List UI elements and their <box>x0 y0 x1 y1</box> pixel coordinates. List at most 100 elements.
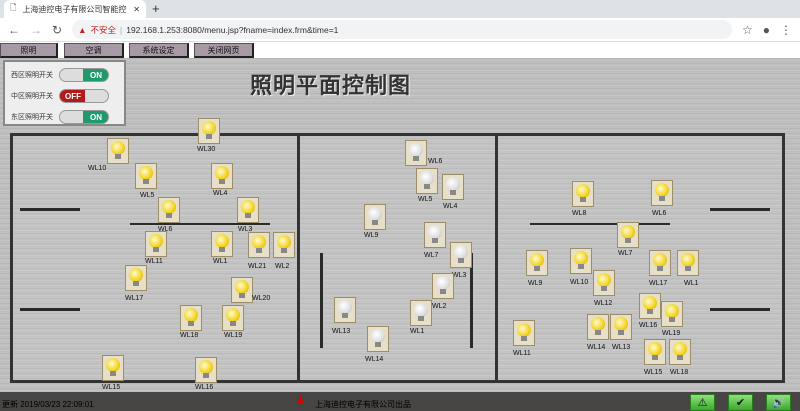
east-lighting-toggle[interactable]: ON <box>59 110 109 124</box>
lamp-east-bulb-icon[interactable] <box>593 270 615 296</box>
bulb-icon <box>202 121 216 139</box>
url-input[interactable]: ▲ 不安全 | 192.168.1.253:8080/menu.jsp?fnam… <box>72 20 732 39</box>
lamp-west-bulb-icon[interactable] <box>273 232 295 258</box>
lamp-label: WL9 <box>364 232 379 239</box>
wall <box>530 223 670 225</box>
page-title: 照明平面控制图 <box>250 73 412 98</box>
lamp-east-bulb-icon[interactable] <box>572 181 594 207</box>
checklist-icon[interactable]: ✔ <box>728 394 753 411</box>
lamp-west-bulb-icon[interactable] <box>231 277 253 303</box>
west-switch-label: 西区照明开关 <box>11 72 53 79</box>
lamp-label: WL12 <box>594 300 613 307</box>
back-icon[interactable]: ← <box>8 22 20 37</box>
lamp-middle-bulb-icon[interactable] <box>367 326 389 352</box>
lamp-label: WL18 <box>670 369 689 376</box>
lamp-middle-bulb-icon[interactable] <box>442 174 464 200</box>
bulb-icon <box>665 304 679 322</box>
lamp-east-bulb-icon[interactable] <box>649 250 671 276</box>
lamp-west-bulb-icon[interactable] <box>211 231 233 257</box>
lamp-east-bulb-icon[interactable] <box>644 339 666 365</box>
lamp-middle-bulb-icon[interactable] <box>416 168 438 194</box>
bulb-icon <box>530 253 544 271</box>
bulb-icon <box>235 280 249 298</box>
lamp-west-bulb-icon[interactable] <box>237 197 259 223</box>
speaker-icon[interactable]: 🔊 <box>766 394 791 411</box>
star-icon[interactable]: ☆ <box>741 22 753 37</box>
alarm-warning-icon[interactable]: ⚠ <box>690 394 715 411</box>
lamp-middle-bulb-icon[interactable] <box>410 300 432 326</box>
bulb-icon <box>436 276 450 294</box>
lamp-middle-bulb-icon[interactable] <box>424 222 446 248</box>
lamp-label: WL10 <box>570 279 589 286</box>
bulb-icon <box>409 143 423 161</box>
forward-icon[interactable]: → <box>30 22 42 37</box>
lamp-east-bulb-icon[interactable] <box>570 248 592 274</box>
west-lighting-toggle[interactable]: ON <box>59 68 109 82</box>
lamp-label: WL2 <box>432 303 447 310</box>
url-text: 192.168.1.253:8080/menu.jsp?fname=index.… <box>126 24 339 35</box>
lamp-west-bulb-icon[interactable] <box>125 265 147 291</box>
lamp-label: WL17 <box>125 295 144 302</box>
reload-icon[interactable]: ↻ <box>52 22 63 37</box>
bulb-icon <box>111 141 125 159</box>
lamp-east-bulb-icon[interactable] <box>651 180 673 206</box>
lamp-label: WL8 <box>572 210 587 217</box>
lamp-west-bulb-icon[interactable] <box>211 163 233 189</box>
bulb-icon <box>106 358 120 376</box>
menu-close-page[interactable]: 关闭网页 <box>194 43 254 58</box>
lamp-label: WL13 <box>332 328 351 335</box>
lamp-label: WL16 <box>195 384 214 391</box>
lamp-label: WL11 <box>513 350 531 357</box>
bulb-icon <box>597 273 611 291</box>
new-tab-button[interactable]: + <box>152 1 160 16</box>
lamp-middle-bulb-icon[interactable] <box>432 273 454 299</box>
bulb-icon <box>454 245 468 263</box>
lamp-east-bulb-icon[interactable] <box>639 293 661 319</box>
lamp-middle-bulb-icon[interactable] <box>364 204 386 230</box>
middle-lighting-toggle[interactable]: OFF <box>59 89 109 103</box>
lamp-east-bulb-icon[interactable] <box>513 320 535 346</box>
wall <box>710 208 770 211</box>
menu-icon[interactable]: ⋮ <box>780 22 792 37</box>
lamp-west-bulb-icon[interactable] <box>180 305 202 331</box>
close-tab-icon[interactable]: ✕ <box>133 4 140 14</box>
lamp-west-bulb-icon[interactable] <box>198 118 220 144</box>
bulb-icon <box>226 308 240 326</box>
bulb-icon <box>673 342 687 360</box>
lamp-middle-bulb-icon[interactable] <box>405 140 427 166</box>
lamp-west-bulb-icon[interactable] <box>135 163 157 189</box>
bulb-icon <box>621 225 635 243</box>
lamp-east-bulb-icon[interactable] <box>661 301 683 327</box>
lamp-label: WL5 <box>418 196 433 203</box>
lamp-label: WL20 <box>252 295 271 302</box>
lamp-west-bulb-icon[interactable] <box>145 231 167 257</box>
lamp-label: WL1 <box>213 258 228 265</box>
bulb-icon <box>655 183 669 201</box>
lamp-east-bulb-icon[interactable] <box>617 222 639 248</box>
lamp-label: WL5 <box>140 192 155 199</box>
lamp-west-bulb-icon[interactable] <box>195 357 217 383</box>
account-icon[interactable]: ● <box>762 22 770 37</box>
lamp-west-bulb-icon[interactable] <box>107 138 129 164</box>
toggle-state: OFF <box>65 92 81 101</box>
lamp-label: WL16 <box>639 322 658 329</box>
lamp-middle-bulb-icon[interactable] <box>334 297 356 323</box>
lamp-west-bulb-icon[interactable] <box>158 197 180 223</box>
browser-tab[interactable]: 🗋上海迪控电子有限公司智能控制系统✕ <box>4 0 146 18</box>
menu-settings[interactable]: 系统设定 <box>129 43 189 58</box>
menu-aircon[interactable]: 空调 <box>64 43 124 58</box>
lamp-east-bulb-icon[interactable] <box>669 339 691 365</box>
lamp-east-bulb-icon[interactable] <box>587 314 609 340</box>
lamp-east-bulb-icon[interactable] <box>677 250 699 276</box>
lamp-label: WL6 <box>158 226 173 233</box>
menu-lighting[interactable]: 照明 <box>0 43 58 58</box>
lamp-east-bulb-icon[interactable] <box>526 250 548 276</box>
lamp-east-bulb-icon[interactable] <box>610 314 632 340</box>
lamp-west-bulb-icon[interactable] <box>222 305 244 331</box>
lamp-west-bulb-icon[interactable] <box>102 355 124 381</box>
bulb-icon <box>420 171 434 189</box>
bulb-icon <box>215 234 229 252</box>
lamp-middle-bulb-icon[interactable] <box>450 242 472 268</box>
lamp-label: WL10 <box>88 165 107 172</box>
lamp-west-bulb-icon[interactable] <box>248 232 270 258</box>
